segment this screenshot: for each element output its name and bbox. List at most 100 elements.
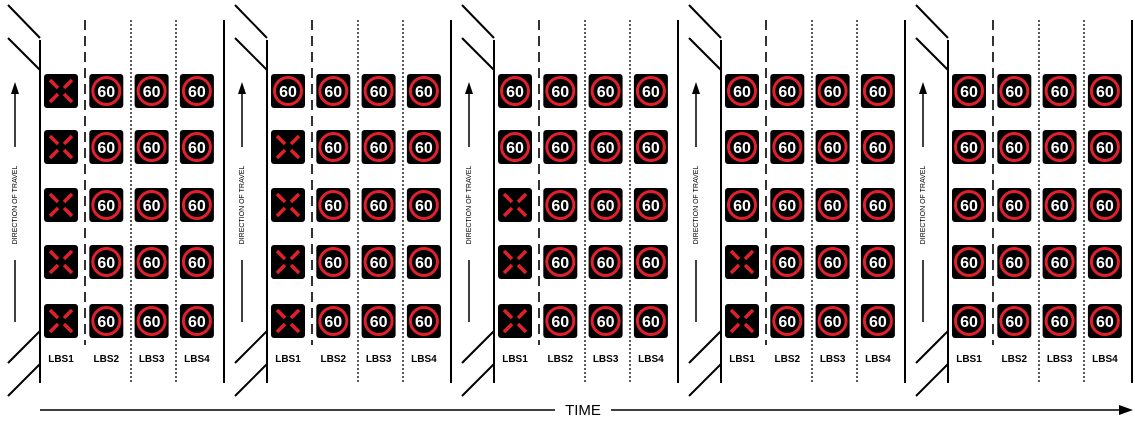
speed-limit-sign: 60 [406, 304, 441, 338]
speed-ring-icon [408, 247, 439, 277]
speed-ring-icon [273, 76, 303, 106]
speed-ring-icon [1044, 76, 1075, 106]
speed-limit-value: 60 [279, 84, 297, 101]
speed-limit-value: 60 [370, 140, 388, 157]
speed-ring-icon [408, 76, 439, 106]
speed-ring-icon [181, 306, 212, 336]
speed-ring-icon [91, 247, 122, 277]
speed-limit-value: 60 [1051, 314, 1069, 331]
speed-ring-icon [363, 76, 394, 106]
direction-arrow-head [238, 82, 246, 94]
red-cross-icon [275, 192, 287, 204]
red-cross-icon [62, 192, 74, 204]
lane-label-lbs4: LBS4 [865, 354, 891, 365]
speed-limit-sign: 60 [316, 304, 351, 338]
speed-ring-icon [408, 306, 439, 336]
lane-label-lbs4: LBS4 [411, 354, 437, 365]
speed-ring-icon [862, 132, 893, 162]
speed-ring-icon [318, 190, 349, 220]
lane-label-lbs2: LBS2 [1002, 354, 1028, 365]
red-cross-icon [275, 148, 287, 160]
speed-limit-value: 60 [869, 198, 887, 215]
speed-limit-value: 60 [869, 255, 887, 272]
speed-limit-value: 60 [778, 255, 796, 272]
red-cross-icon [289, 263, 301, 275]
speed-limit-value: 60 [324, 314, 342, 331]
speed-ring-icon [635, 132, 666, 162]
red-cross-icon [289, 308, 301, 320]
speed-limit-sign: 60 [952, 304, 986, 338]
speed-ring-icon [772, 247, 803, 277]
sign-panel [498, 188, 532, 222]
speed-limit-sign: 60 [406, 245, 441, 279]
speed-ring-icon [136, 76, 167, 106]
sign-panel [44, 188, 78, 222]
speed-limit-sign: 60 [1042, 130, 1077, 164]
red-cross-icon [729, 322, 741, 334]
speed-limit-value: 60 [642, 140, 660, 157]
speed-ring-icon [1044, 247, 1075, 277]
speed-limit-sign: 60 [134, 245, 169, 279]
speed-limit-sign: 60 [633, 74, 668, 108]
red-cross-icon [502, 206, 514, 218]
speed-limit-sign: 60 [770, 130, 805, 164]
lane-closed-sign [44, 188, 78, 222]
slip-road-top-line [915, 37, 949, 71]
speed-limit-value: 60 [869, 84, 887, 101]
speed-limit-value: 60 [324, 84, 342, 101]
speed-ring-icon [363, 132, 394, 162]
speed-ring-icon [363, 247, 394, 277]
speed-limit-sign: 60 [89, 130, 124, 164]
lane-closed-sign [271, 188, 305, 222]
lane-closed-sign [725, 245, 759, 279]
speed-limit-value: 60 [97, 198, 115, 215]
speed-limit-value: 60 [143, 198, 161, 215]
speed-ring-icon [727, 76, 757, 106]
sign-panel [44, 74, 78, 108]
speed-limit-sign: 60 [588, 74, 623, 108]
lane-label-lbs4: LBS4 [638, 354, 664, 365]
lane-label-lbs3: LBS3 [366, 354, 392, 365]
speed-limit-value: 60 [370, 198, 388, 215]
speed-limit-value: 60 [1051, 140, 1069, 157]
red-cross-icon [48, 308, 60, 320]
speed-limit-value: 60 [869, 314, 887, 331]
speed-ring-icon [999, 76, 1030, 106]
speed-limit-sign: 60 [952, 74, 986, 108]
speed-ring-icon [1044, 132, 1075, 162]
speed-ring-icon [817, 247, 848, 277]
speed-limit-sign: 60 [89, 74, 124, 108]
speed-limit-sign: 60 [952, 130, 986, 164]
red-cross-icon [48, 249, 60, 261]
speed-limit-sign: 60 [1042, 304, 1077, 338]
speed-limit-value: 60 [1051, 84, 1069, 101]
speed-limit-value: 60 [143, 140, 161, 157]
speed-ring-icon [954, 306, 984, 336]
speed-limit-value: 60 [97, 140, 115, 157]
speed-limit-sign: 60 [860, 74, 895, 108]
speed-limit-sign: 60 [179, 74, 214, 108]
red-cross-icon [48, 134, 60, 146]
lane-closed-sign [498, 188, 532, 222]
speed-limit-value: 60 [1096, 198, 1114, 215]
speed-limit-sign: 60 [633, 304, 668, 338]
speed-limit-sign: 60 [815, 74, 850, 108]
speed-ring-icon [999, 190, 1030, 220]
speed-limit-sign: 60 [1087, 245, 1122, 279]
speed-limit-value: 60 [415, 84, 433, 101]
speed-ring-icon [590, 306, 621, 336]
speed-ring-icon [590, 190, 621, 220]
speed-ring-icon [181, 190, 212, 220]
speed-limit-value: 60 [960, 140, 978, 157]
speed-limit-value: 60 [960, 84, 978, 101]
slip-road-bottom-line [7, 330, 41, 364]
speed-limit-sign: 60 [860, 245, 895, 279]
speed-limit-value: 60 [188, 255, 206, 272]
speed-limit-sign: 60 [725, 130, 759, 164]
speed-limit-sign: 60 [271, 74, 305, 108]
speed-ring-icon [772, 306, 803, 336]
direction-of-travel-label: DIRECTION OF TRAVEL [12, 166, 19, 245]
sign-panel [271, 245, 305, 279]
slip-road-top-line [461, 37, 495, 71]
speed-limit-sign: 60 [588, 130, 623, 164]
